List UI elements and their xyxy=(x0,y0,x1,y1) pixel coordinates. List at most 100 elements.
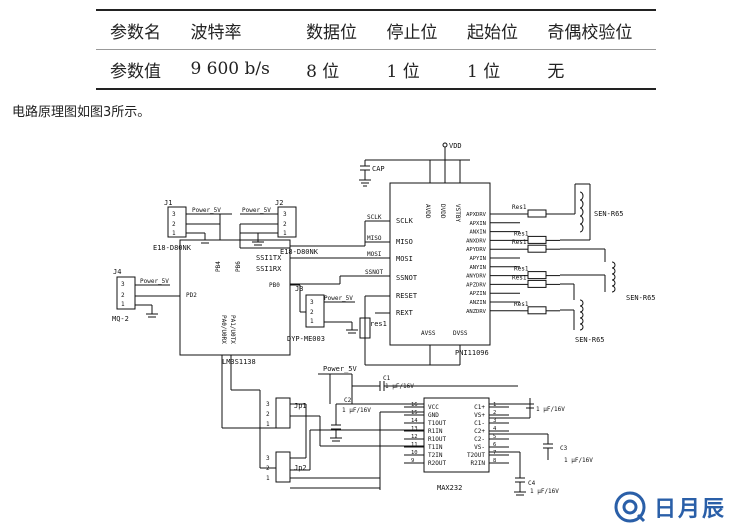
j2-power-label: Power_5V xyxy=(242,207,271,214)
resistor xyxy=(527,306,547,315)
resistor-label: Res1 xyxy=(512,204,527,211)
pni-pin-miso: MISO xyxy=(396,238,413,246)
pni-pin-mosi: MOSI xyxy=(396,255,413,263)
c3-value: 1 μF/16V xyxy=(564,457,593,464)
table-cell: 无 xyxy=(533,49,656,90)
max232-pin-number: 9 xyxy=(411,458,414,464)
pni-chip-name: PNI11096 xyxy=(455,349,489,357)
resistor-label: Res1 xyxy=(512,239,527,246)
max232-left-pin: VCC xyxy=(428,404,439,411)
max232-left-pin: T1OUT xyxy=(428,420,446,427)
coil-path xyxy=(579,191,584,233)
logo-icon xyxy=(614,491,646,523)
pni-right-pin: ANYIN xyxy=(469,265,486,271)
max232-pin-number: 8 xyxy=(493,458,496,464)
jp1-label: Jp1 xyxy=(294,402,307,410)
jp2-connector xyxy=(275,451,291,483)
lm3s1138-chip xyxy=(179,239,291,356)
watermark-logo: 日月辰 xyxy=(612,489,726,525)
max232-pin-number: 11 xyxy=(411,442,418,448)
resistor-label: Res1 xyxy=(514,266,529,273)
j4-name: MQ-2 xyxy=(112,315,129,323)
pin-number: 1 xyxy=(172,230,176,237)
pni-right-pin: ANYDRV xyxy=(466,274,487,280)
max232-left-pin: T1IN xyxy=(428,444,443,451)
mcu-name: LM3S1138 xyxy=(222,358,256,366)
pni-pin-avdd: AVDD xyxy=(424,204,431,219)
mcu-pin-ssitx: SSI1TX xyxy=(256,254,282,262)
j3-name: DYP-ME003 xyxy=(287,335,325,343)
max232-left-pin: R2OUT xyxy=(428,460,446,467)
pin-number: 1 xyxy=(266,421,270,428)
mcu-pin-pd2: PD2 xyxy=(186,292,197,299)
pni-right-pin: ANXIN xyxy=(469,230,486,236)
coil-path xyxy=(611,261,616,293)
pni-right-pins: APXDRVAPXINANXINANXDRVAPYDRVAPYINANYINAN… xyxy=(466,212,520,315)
table-cell: 参数值 xyxy=(96,49,177,90)
max232-left-pin: R1IN xyxy=(428,428,443,435)
resistor-label: Res1 xyxy=(512,274,527,281)
pni-pin-avss: AVSS xyxy=(421,330,436,337)
max232-right-pin: C1- xyxy=(474,420,485,427)
max232-right-pin: VS+ xyxy=(474,412,485,419)
max232-right-pin: C2+ xyxy=(474,428,485,435)
figure-caption: 电路原理图如图3所示。 xyxy=(12,105,151,120)
max232-pin-number: 12 xyxy=(411,434,418,440)
table-header-cell: 波特率 xyxy=(176,9,293,50)
net-mosi-label: MOSI xyxy=(367,251,382,258)
max232-pins: VCC16GND15T1OUT14R1IN13R1OUT12T1IN11T2IN… xyxy=(404,402,509,467)
pni11096-chip xyxy=(389,182,491,346)
table-header-row: 参数名 波特率 数据位 停止位 起始位 奇偶校验位 xyxy=(96,9,656,50)
pin-number: 2 xyxy=(172,221,176,228)
pni-pin-reset: RESET xyxy=(396,292,418,300)
vdd-label: VDD xyxy=(449,142,462,150)
max232-pin-number: 16 xyxy=(411,402,418,408)
max232-pin-number: 1 xyxy=(493,402,496,408)
j4-power-label: Power_5V xyxy=(140,278,169,285)
j1-label: J1 xyxy=(164,199,172,207)
j2-label: J2 xyxy=(275,199,283,207)
max232-right-pin: R2IN xyxy=(471,460,486,467)
sensor-label: SEN-R65 xyxy=(575,336,605,344)
pni-right-pin: APXIN xyxy=(469,221,486,227)
max232-pin-number: 2 xyxy=(493,410,496,416)
resistor xyxy=(527,209,547,218)
jp2-label: Jp2 xyxy=(294,464,307,472)
pin-number: 2 xyxy=(121,292,125,299)
max232-pin-number: 7 xyxy=(493,450,496,456)
pin-number: 1 xyxy=(283,230,287,237)
table-cell: 1 位 xyxy=(452,49,534,90)
pin-number: 3 xyxy=(172,211,176,218)
pin-number: 1 xyxy=(121,301,125,308)
rext-res-label: res1 xyxy=(370,320,387,328)
max232-pin-number: 13 xyxy=(411,426,418,432)
pni-right-pin: APXDRV xyxy=(466,212,487,218)
j3-label: J3 xyxy=(295,285,303,293)
pin-number: 3 xyxy=(283,211,287,218)
power-5v-label: Power_5V xyxy=(323,365,358,373)
pni-pin-dvss: DVSS xyxy=(453,330,468,337)
pni-right-pin: ANXDRV xyxy=(466,238,487,244)
sensor-coil-y xyxy=(611,261,616,293)
max232-left-pin: T2IN xyxy=(428,452,443,459)
pni-right-pin: APZIN xyxy=(469,291,486,297)
pin-number: 3 xyxy=(266,455,270,462)
max232-pin-number: 14 xyxy=(411,418,418,424)
pin-number: 3 xyxy=(121,281,125,288)
table-cell: 1 位 xyxy=(372,49,453,90)
j2-name: E18-D80NK xyxy=(280,248,319,256)
c3-label: C3 xyxy=(560,445,568,452)
sensor-coil-x xyxy=(579,191,584,233)
mcu-pin-pa0: PA0/U0RX xyxy=(220,315,227,344)
max232-right-pin: C1+ xyxy=(474,404,485,411)
table-header-cell: 奇偶校验位 xyxy=(533,9,656,50)
pni-pin-sclk: SCLK xyxy=(396,217,414,225)
resistor-label: Res1 xyxy=(514,230,529,237)
resistor xyxy=(527,279,547,288)
watermark-text: 日月辰 xyxy=(654,496,727,522)
resistor-label: Res1 xyxy=(514,301,529,308)
mcu-pin-pb4: PB4 xyxy=(215,261,222,272)
mcu-pin-pb0: PB0 xyxy=(269,282,280,289)
sensor-coil-z xyxy=(579,299,584,331)
